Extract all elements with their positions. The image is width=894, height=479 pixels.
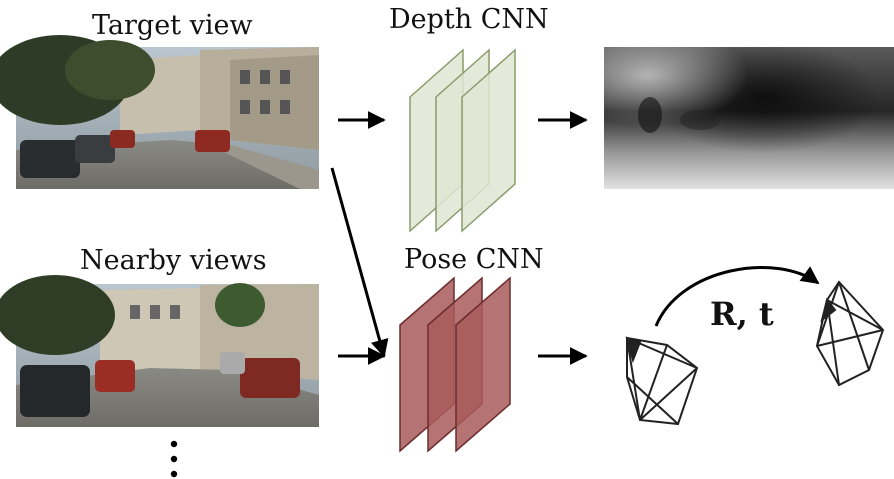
nearby-views-label: Nearby views: [80, 245, 267, 276]
arrows: [330, 111, 588, 365]
depth-map-image: [604, 47, 894, 189]
pose-cnn-block: [399, 276, 511, 453]
arrow-target-to-pose: [330, 167, 389, 358]
nearby-views-image: [0, 275, 319, 427]
more-views-ellipsis: [170, 440, 178, 478]
curved-arrow-icon: [654, 265, 820, 327]
camera-frustum-icon: [625, 336, 699, 426]
depth-cnn-block: [409, 48, 516, 233]
depth-cnn-label: Depth CNN: [389, 4, 549, 35]
target-view-label: Target view: [92, 10, 253, 41]
camera-frustum-icon-2: [815, 280, 885, 387]
pose-cnn-label: Pose CNN: [404, 244, 544, 275]
pose-output-label: R, t: [710, 295, 774, 333]
target-view-image: [0, 35, 319, 189]
